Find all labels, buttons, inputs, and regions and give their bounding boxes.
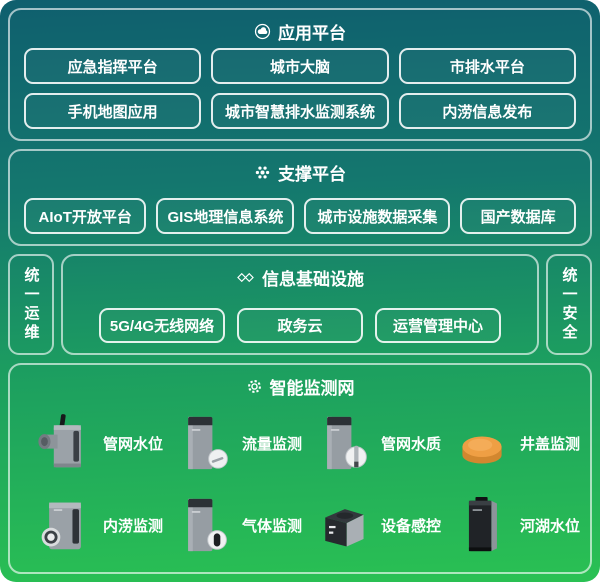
- support-platform-section: 支撑平台 AIoT开放平台 GIS地理信息系统 城市设施数据采集 国产数据库: [8, 149, 592, 246]
- device-label: 内涝监测: [103, 517, 164, 535]
- application-platform-section: 应用平台 应急指挥平台 城市大脑 市排水平台 手机地图应用 城市智慧排水监测系统…: [8, 8, 592, 141]
- device-item: 管网水位: [24, 402, 163, 484]
- monitoring-network-title: 智能监测网: [24, 370, 576, 402]
- device-label: 气体监测: [242, 517, 303, 535]
- section-title-text: 信息基础设施: [262, 269, 364, 289]
- device-sensing-device-icon: [314, 492, 372, 558]
- button-waterlogging-info: 内涝信息发布: [398, 93, 576, 129]
- infrastructure-section: 信息基础设施 5G/4G无线网络 政务云 运营管理中心: [61, 254, 539, 355]
- infrastructure-title: 信息基础设施: [77, 261, 523, 293]
- unified-ops-bar: 统一运维: [8, 254, 54, 355]
- pipe-water-quality-device-icon: [314, 410, 372, 476]
- button-gis-system: GIS地理信息系统: [156, 198, 295, 234]
- pipe-water-level-device-icon: [36, 410, 94, 476]
- application-platform-title: 应用平台: [24, 15, 576, 47]
- application-buttons: 应急指挥平台 城市大脑 市排水平台 手机地图应用 城市智慧排水监测系统 内涝信息…: [24, 48, 576, 129]
- device-item: 河湖水位: [441, 484, 580, 566]
- atom-gear-icon: [254, 164, 271, 181]
- infrastructure-row: 统一运维 信息基础设施 5G/4G无线网络 政务云 运营管理中心 统一安全: [8, 254, 592, 355]
- cloud-platform-icon: [254, 23, 271, 40]
- device-item: 井盖监测: [441, 402, 580, 484]
- device-item: 气体监测: [163, 484, 302, 566]
- infrastructure-buttons: 5G/4G无线网络 政务云 运营管理中心: [99, 308, 501, 343]
- button-operation-center: 运营管理中心: [375, 308, 501, 343]
- support-buttons: AIoT开放平台 GIS地理信息系统 城市设施数据采集 国产数据库: [24, 198, 577, 234]
- button-facility-data-collection: 城市设施数据采集: [304, 198, 451, 234]
- manhole-cover-device-icon: [453, 410, 511, 476]
- monitoring-network-section: 智能监测网 管网水位: [8, 363, 592, 574]
- device-label: 河湖水位: [520, 517, 581, 535]
- waterlogging-monitor-device-icon: [36, 492, 94, 558]
- device-grid: 管网水位 流量监测: [24, 402, 580, 566]
- section-title-text: 支撑平台: [278, 164, 346, 184]
- device-item: 内涝监测: [24, 484, 163, 566]
- support-platform-title: 支撑平台: [24, 156, 576, 188]
- device-item: 管网水质: [302, 402, 441, 484]
- section-title-text: 智能监测网: [269, 378, 355, 398]
- button-5g-4g-network: 5G/4G无线网络: [99, 308, 225, 343]
- gas-monitor-device-icon: [175, 492, 233, 558]
- section-title-text: 应用平台: [278, 23, 346, 43]
- device-label: 管网水位: [103, 435, 164, 453]
- device-item: 设备感控: [302, 484, 441, 566]
- button-mobile-map-app: 手机地图应用: [24, 93, 202, 129]
- device-label: 设备感控: [381, 517, 442, 535]
- button-government-cloud: 政务云: [237, 308, 363, 343]
- diamond-link-icon: [236, 270, 255, 285]
- river-lake-water-level-device-icon: [453, 492, 511, 558]
- device-item: 流量监测: [163, 402, 302, 484]
- button-domestic-database: 国产数据库: [460, 198, 577, 234]
- button-aiot-platform: AIoT开放平台: [24, 198, 147, 234]
- device-label: 井盖监测: [520, 435, 581, 453]
- device-label: 流量监测: [242, 435, 303, 453]
- gear-icon: [246, 378, 263, 395]
- button-city-drainage: 市排水平台: [398, 48, 576, 84]
- unified-security-bar: 统一安全: [546, 254, 592, 355]
- button-city-brain: 城市大脑: [211, 48, 389, 84]
- button-smart-drainage-monitoring: 城市智慧排水监测系统: [211, 93, 389, 129]
- button-emergency-command: 应急指挥平台: [24, 48, 202, 84]
- flow-monitor-device-icon: [175, 410, 233, 476]
- device-label: 管网水质: [381, 435, 442, 453]
